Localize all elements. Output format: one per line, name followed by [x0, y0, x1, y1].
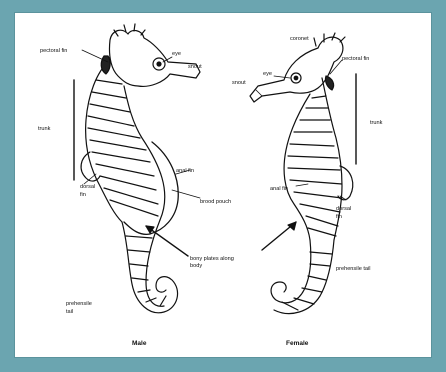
female-title: Female [286, 340, 309, 347]
female-prehensile-tail-label: prehensile tail [336, 266, 371, 272]
female-snout-label: snout [232, 80, 246, 86]
male-pectoral-fin-label: pectoral fin [40, 48, 67, 54]
male-prehensile-tail-label-2: tail [66, 309, 73, 315]
male-prehensile-tail-label-1: prehensile [66, 301, 92, 307]
female-trunk-label: trunk [370, 120, 383, 126]
bony-plates-label-2: body [190, 263, 202, 269]
male-trunk-label: trunk [38, 126, 51, 132]
male-dorsal-fin-label-1: dorsal [80, 184, 95, 190]
female-dorsal-fin-label-2: fin [336, 214, 342, 220]
male-anal-fin-label: anal fin [176, 168, 194, 174]
male-brood-pouch-label: brood pouch [200, 199, 231, 205]
male-eye-label: eye [172, 51, 181, 57]
male-snout-label: snout [188, 64, 202, 70]
male-dorsal-fin-label-2: fin [80, 192, 86, 198]
female-anal-fin-label: anal fin [270, 186, 288, 192]
female-pectoral-fin-label: pectoral fin [342, 56, 369, 62]
female-eye-label: eye [263, 71, 272, 77]
female-coronet-label: coronet [290, 36, 309, 42]
female-dorsal-fin-label-1: dorsal [336, 206, 351, 212]
male-title: Male [132, 340, 147, 347]
bony-plates-label-1: bony plates along [190, 256, 234, 262]
